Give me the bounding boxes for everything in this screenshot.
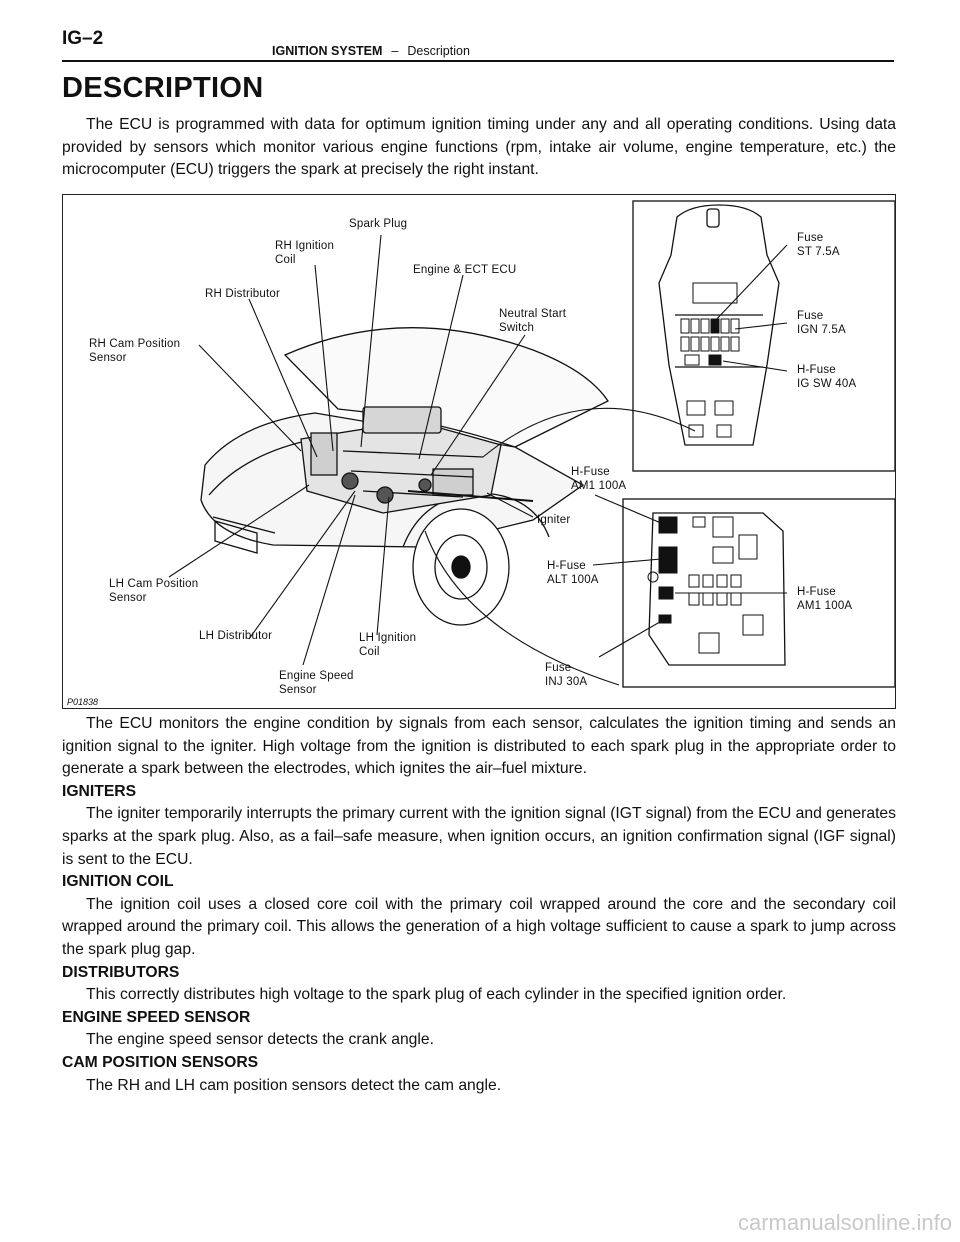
label-hfuse-alt-line2: ALT 100A: [547, 574, 599, 586]
figure-id: P01838: [67, 697, 98, 707]
label-engine-ecu: Engine & ECT ECU: [413, 264, 516, 276]
label-spark-plug: Spark Plug: [349, 218, 407, 230]
section-text-ignition-coil: The ignition coil uses a closed core coi…: [62, 895, 896, 958]
section-text-cam-position-sensors: The RH and LH cam position sensors detec…: [86, 1076, 502, 1094]
label-engine-speed-sensor-line1: Engine Speed: [279, 670, 354, 682]
ignition-component-figure: Spark Plug RH Ignition Coil Engine & ECT…: [62, 194, 896, 709]
label-rh-cam-position-sensor-line2: Sensor: [89, 352, 127, 364]
section-heading-igniters: IGNITERS: [62, 782, 137, 800]
label-fuse-ign-line2: IGN 7.5A: [797, 324, 846, 336]
section-heading-ignition-coil: IGNITION COIL: [62, 873, 174, 891]
label-neutral-start-switch-line1: Neutral Start: [499, 308, 567, 320]
section-text-engine-speed-sensor: The engine speed sensor detects the cran…: [86, 1031, 434, 1049]
label-lh-ignition-coil-line2: Coil: [359, 646, 380, 658]
label-rh-distributor: RH Distributor: [205, 288, 280, 300]
label-engine-speed-sensor-line2: Sensor: [279, 684, 317, 696]
intro-paragraph: The ECU is programmed with data for opti…: [62, 116, 896, 179]
label-hfuse-am1-top-line1: H-Fuse: [571, 466, 610, 478]
label-fuse-st-line2: ST 7.5A: [797, 246, 840, 258]
label-lh-cam-position-sensor-line2: Sensor: [109, 592, 147, 604]
section-heading-distributors: DISTRIBUTORS: [62, 963, 180, 981]
running-head: IGNITION SYSTEM–Description: [272, 44, 470, 58]
label-igniter: Igniter: [537, 514, 570, 526]
label-rh-cam-position-sensor-line1: RH Cam Position: [89, 338, 180, 350]
label-hfuse-am1-right-line1: H-Fuse: [797, 586, 836, 598]
label-hfuse-am1-right-line2: AM1 100A: [797, 600, 852, 612]
component-location-diagram: Spark Plug RH Ignition Coil Engine & ECT…: [67, 200, 895, 707]
page-title: DESCRIPTION: [62, 72, 264, 104]
section-heading-engine-speed-sensor: ENGINE SPEED SENSOR: [62, 1008, 251, 1026]
label-lh-ignition-coil-line1: LH Ignition: [359, 632, 416, 644]
section-heading-cam-position-sensors: CAM POSITION SENSORS: [62, 1053, 259, 1071]
section-text-distributors: This correctly distributes high voltage …: [86, 986, 787, 1004]
running-head-system: IGNITION SYSTEM: [272, 44, 383, 58]
label-neutral-start-switch-line2: Switch: [499, 322, 534, 334]
label-fuse-inj-line2: INJ 30A: [545, 676, 587, 688]
label-fuse-st-line1: Fuse: [797, 232, 823, 244]
header-rule: [62, 60, 894, 62]
description-body: The ECU monitors the engine condition by…: [62, 713, 896, 1097]
ecu-paragraph: The ECU monitors the engine condition by…: [62, 715, 896, 778]
watermark: carmanualsonline.info: [737, 1210, 952, 1235]
label-hfuse-alt-line1: H-Fuse: [547, 560, 586, 572]
label-hfuse-am1-top-line2: AM1 100A: [571, 480, 626, 492]
label-fuse-inj-line1: Fuse: [545, 662, 571, 674]
label-fuse-ign-line1: Fuse: [797, 310, 823, 322]
running-head-separator: –: [391, 44, 399, 58]
running-head-section: Description: [407, 44, 470, 58]
section-text-igniters: The igniter temporarily interrupts the p…: [62, 805, 896, 868]
label-lh-cam-position-sensor-line1: LH Cam Position: [109, 578, 198, 590]
label-rh-ignition-coil-line2: Coil: [275, 254, 296, 266]
label-hfuse-igsw-line1: H-Fuse: [797, 364, 836, 376]
page-code: IG–2: [62, 28, 104, 49]
label-lh-distributor: LH Distributor: [199, 630, 272, 642]
label-rh-ignition-coil-line1: RH Ignition: [275, 240, 334, 252]
label-hfuse-igsw-line2: IG SW 40A: [797, 378, 856, 390]
